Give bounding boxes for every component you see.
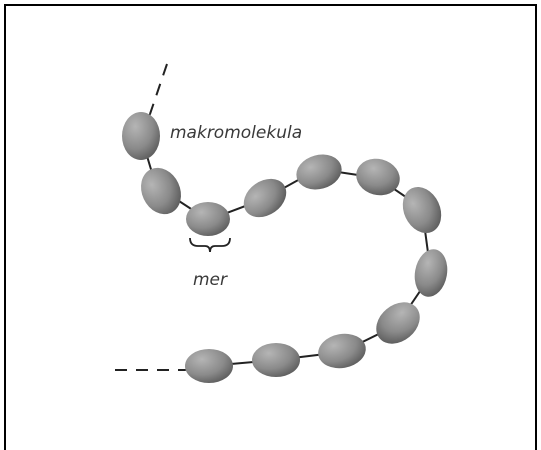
macromolecule-label: makromolekula: [170, 123, 302, 143]
mer-brace: [189, 237, 231, 253]
bead: [376, 302, 420, 344]
monomer-beads: [122, 112, 448, 383]
chain-end-top-dashed: [149, 63, 168, 115]
bead-mer: [186, 202, 230, 236]
bead: [252, 343, 300, 377]
bead: [185, 349, 233, 383]
bead: [402, 186, 442, 234]
bead: [243, 178, 287, 218]
bead: [414, 249, 448, 297]
bead: [356, 158, 400, 196]
mer-label: mer: [193, 270, 228, 290]
bead: [318, 333, 366, 369]
bead: [296, 154, 342, 190]
bead: [122, 112, 160, 160]
bead: [141, 167, 181, 215]
